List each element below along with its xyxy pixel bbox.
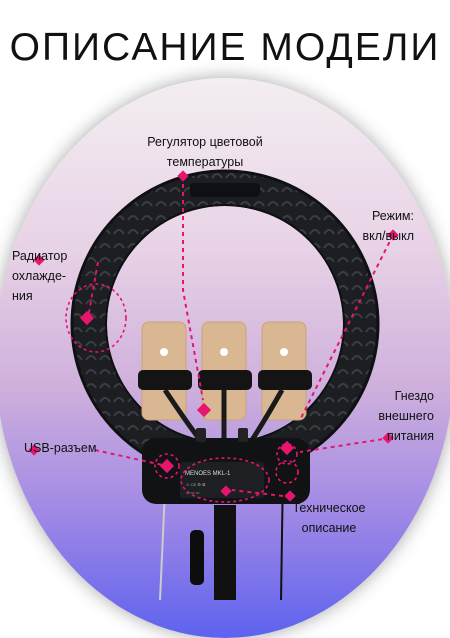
callout-power-line2: внешнего xyxy=(378,409,434,423)
callout-mode-line2: вкл/выкл xyxy=(362,229,414,243)
callout-technical: Техническое описание xyxy=(283,498,375,538)
svg-text:⚠ CE ♻ ⊠: ⚠ CE ♻ ⊠ xyxy=(186,482,205,487)
callout-mode: Режим: вкл/выкл xyxy=(340,206,414,246)
callout-power-socket: Гнездо внешнего питания xyxy=(350,386,434,446)
callout-temperature-line1: Регулятор цветовой xyxy=(147,135,263,149)
callout-markers xyxy=(28,170,399,502)
callout-radiator-line2: охлажде- xyxy=(12,269,67,283)
callout-technical-line2: описание xyxy=(301,521,357,535)
callout-mode-line1: Режим: xyxy=(371,209,414,223)
ring-light-illustration: MENOES MKL-1 ⚠ CE ♻ ⊠ ▭ ▭ ▭ xyxy=(28,169,399,600)
callout-radiator-line3: ния xyxy=(12,289,33,303)
callout-power-line3: питания xyxy=(387,429,434,443)
callout-temperature-line2: температуры xyxy=(166,155,244,169)
device-label: MENOES MKL-1 xyxy=(185,471,231,477)
callout-radiator: Радиатор охлажде- ния xyxy=(12,246,92,306)
callout-circles xyxy=(65,283,299,503)
tripod-stand xyxy=(159,469,284,600)
callout-temperature: Регулятор цветовой температуры xyxy=(135,132,275,172)
callout-power-line1: Гнездо xyxy=(394,389,434,403)
page-title: ОПИСАНИЕ МОДЕЛИ xyxy=(9,26,441,69)
callout-lines xyxy=(87,176,394,497)
svg-text:▭ ▭ ▭: ▭ ▭ ▭ xyxy=(186,490,200,495)
callout-technical-line1: Техническое xyxy=(292,501,366,515)
callout-radiator-line1: Радиатор xyxy=(12,249,68,263)
callout-usb: USB-разъем xyxy=(24,441,97,455)
